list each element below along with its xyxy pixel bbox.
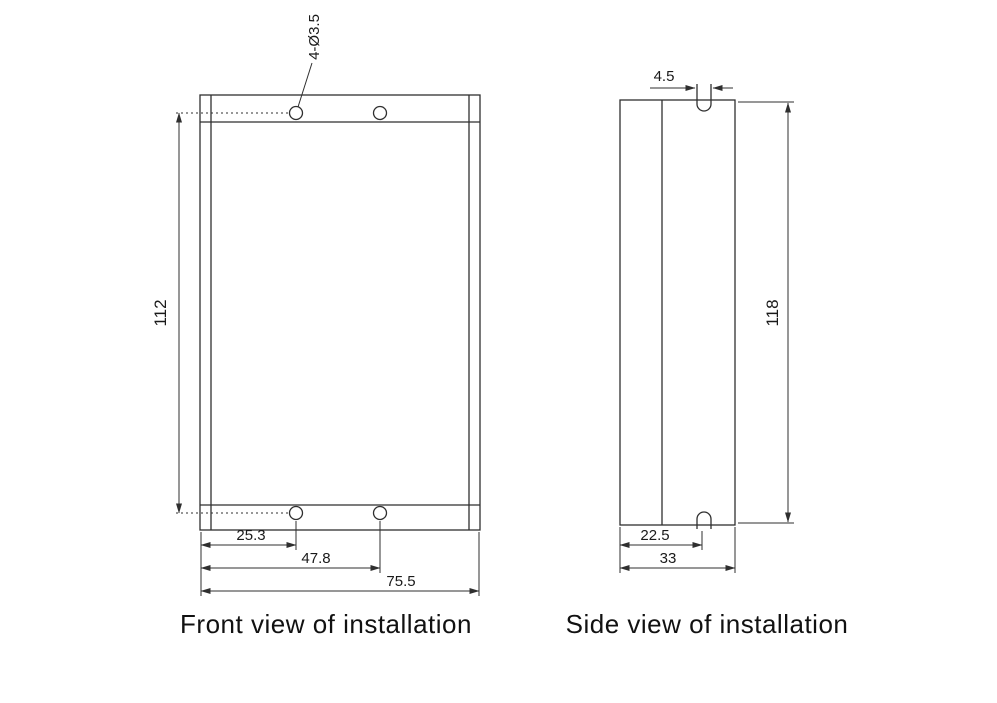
dim-label-overall-depth: 33 — [660, 550, 677, 567]
front-body-outline — [199, 94, 481, 531]
front-view-caption: Front view of installation — [180, 609, 472, 639]
mounting-hole-bottom-right — [372, 505, 388, 521]
hole-callout-label: 4-Ø3.5 — [306, 14, 323, 60]
dim-label-overall-width: 75.5 — [386, 573, 415, 590]
dim-label-left-edge-to-hole2: 47.8 — [301, 550, 330, 567]
mounting-hole-bottom-left — [288, 505, 304, 521]
mounting-hole-top-right — [372, 105, 388, 121]
side-view-drawing: 4.5 118 22.5 33 Side view of installatio… — [566, 68, 849, 639]
hole-callout-leader — [297, 62, 313, 108]
side-body-outline — [619, 99, 736, 526]
bottom-mounting-slot — [696, 511, 712, 529]
dim-label-overall-height: 118 — [763, 299, 782, 326]
front-view-drawing: 4-Ø3.5 112 25.3 47.8 75.5 Front view of … — [151, 14, 481, 639]
dim-label-slot-width: 4.5 — [654, 68, 675, 85]
dim-label-edge-to-slot: 22.5 — [640, 527, 669, 544]
mounting-hole-top-left — [288, 105, 304, 121]
top-mounting-slot — [696, 84, 712, 112]
side-view-caption: Side view of installation — [566, 609, 849, 639]
dim-label-left-edge-to-hole1: 25.3 — [236, 527, 265, 544]
dim-label-hole-spacing-vertical: 112 — [151, 299, 170, 326]
